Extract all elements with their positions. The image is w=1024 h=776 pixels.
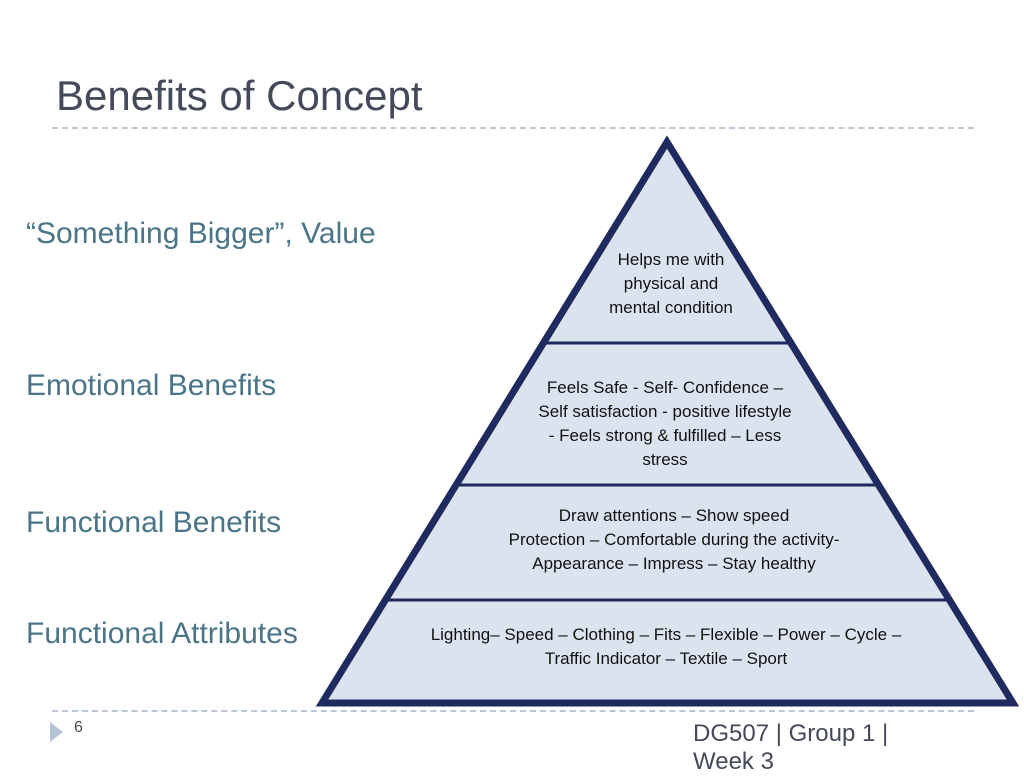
level-label-functional-attributes: Functional Attributes <box>26 617 298 650</box>
footer-divider <box>52 710 974 712</box>
tier-text-emotional-benefits: Feels Safe - Self- Confidence – Self sat… <box>490 376 840 472</box>
tier-line: Protection – Comfortable during the acti… <box>508 530 840 549</box>
tier-line: physical and <box>623 274 719 293</box>
tier-line: Helps me with <box>617 250 725 269</box>
tier-line: Appearance – Impress – Stay healthy <box>532 554 816 573</box>
tier-line: Traffic Indicator – Textile – Sport <box>544 649 788 668</box>
tier-line: stress <box>642 450 688 469</box>
triangle-bullet-icon <box>50 722 63 742</box>
level-label-emotional-benefits: Emotional Benefits <box>26 369 277 402</box>
title-divider <box>52 127 974 129</box>
page-number: 6 <box>74 719 83 736</box>
tier-line: Feels Safe - Self- Confidence – <box>546 378 784 397</box>
pyramid-outline <box>315 135 1020 707</box>
tier-line: Lighting– Speed – Clothing – Fits – Flex… <box>430 625 902 644</box>
tier-line: Self satisfaction - positive lifestyle <box>538 402 792 421</box>
tier-text-functional-attributes: Lighting– Speed – Clothing – Fits – Flex… <box>376 623 956 671</box>
tier-line: mental condition <box>609 298 733 317</box>
tier-line: - Feels strong & fulfilled – Less <box>548 426 782 445</box>
level-label-value: “Something Bigger”, Value <box>26 217 376 250</box>
tier-text-value: Helps me with physical and mental condit… <box>571 248 771 320</box>
tier-text-functional-benefits: Draw attentions – Show speed Protection … <box>444 504 904 576</box>
slide-title: Benefits of Concept <box>56 72 423 119</box>
level-label-functional-benefits: Functional Benefits <box>26 506 282 539</box>
tier-line: Draw attentions – Show speed <box>558 506 790 525</box>
